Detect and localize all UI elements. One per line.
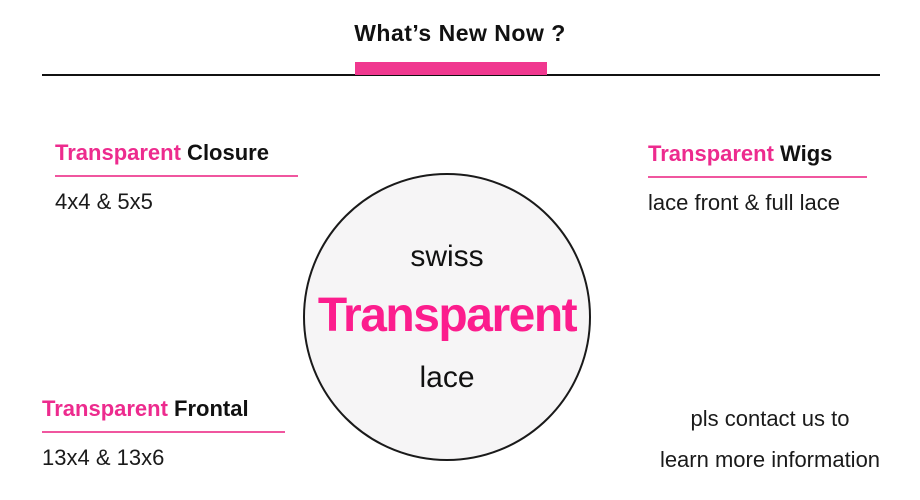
feature-wigs-highlight: Transparent — [648, 141, 774, 166]
feature-frontal-underline — [42, 431, 285, 433]
feature-frontal-highlight: Transparent — [42, 396, 168, 421]
feature-wigs: Transparent Wigs lace front & full lace — [648, 141, 867, 216]
feature-frontal-detail: 13x4 & 13x6 — [42, 445, 165, 470]
contact-note-line1: pls contact us to — [690, 406, 850, 431]
header-accent-bar — [355, 62, 547, 75]
feature-closure-rest: Closure — [180, 140, 269, 165]
feature-wigs-underline — [648, 176, 867, 178]
contact-note: pls contact us to learn more information — [630, 398, 910, 480]
feature-frontal-rest: Frontal — [167, 396, 249, 421]
feature-wigs-detail: lace front & full lace — [648, 190, 840, 215]
feature-wigs-rest: Wigs — [773, 141, 833, 166]
circle-label-transparent: Transparent — [317, 288, 578, 342]
circle-label-lace: lace — [419, 360, 475, 394]
feature-wigs-heading: Transparent Wigs — [648, 141, 867, 167]
feature-frontal: Transparent Frontal 13x4 & 13x6 — [42, 396, 285, 471]
feature-closure: Transparent Closure 4x4 & 5x5 — [55, 140, 298, 215]
circle-label-swiss: swiss — [410, 239, 484, 273]
transparent-lace-circle: swiss Transparent lace — [303, 173, 591, 461]
contact-note-line2: learn more information — [659, 447, 881, 472]
feature-closure-heading: Transparent Closure — [55, 140, 298, 166]
page-title: What’s New Now ? — [354, 20, 566, 46]
feature-frontal-heading: Transparent Frontal — [42, 396, 285, 422]
feature-closure-detail: 4x4 & 5x5 — [55, 189, 153, 214]
header-divider-line — [42, 74, 880, 76]
feature-closure-highlight: Transparent — [55, 140, 181, 165]
feature-closure-underline — [55, 175, 298, 177]
